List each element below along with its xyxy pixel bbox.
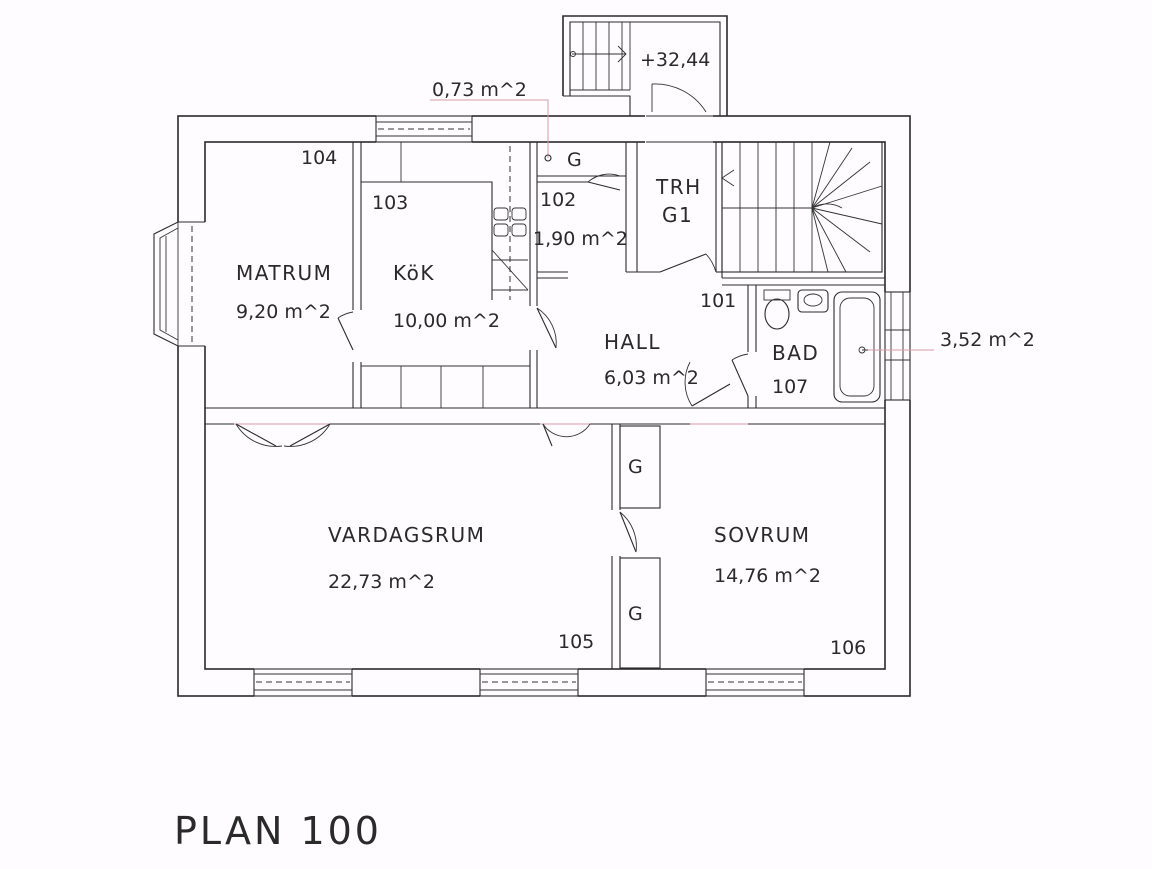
vardagsrum-area: 22,73 m^2 [328, 571, 435, 593]
plan-title: PLAN 100 [174, 809, 382, 853]
sovrum-area: 14,76 m^2 [714, 565, 821, 587]
closet-mark-middle: G [628, 456, 643, 478]
pantry-area: 1,90 m^2 [533, 228, 628, 250]
bath-area-label: 3,52 m^2 [940, 329, 1035, 351]
window-bottom-middle [479, 668, 579, 697]
matrum-number: 104 [301, 147, 337, 169]
window-gaps [176, 114, 912, 698]
window-bottom-left [253, 668, 353, 697]
kok-area: 10,00 m^2 [393, 310, 500, 332]
window-right-bath [884, 291, 911, 401]
closet-area-label: 0,73 m^2 [432, 79, 527, 101]
leader-lines [430, 99, 934, 351]
sovrum-name: SOVRUM [714, 523, 811, 547]
vardagsrum-name: VARDAGSRUM [328, 523, 485, 547]
bad-number: 107 [772, 376, 808, 398]
bay-window [153, 221, 205, 347]
kok-name: KöK [393, 261, 435, 285]
hall-number: 101 [700, 290, 736, 312]
closet-mark-top: G [567, 149, 582, 171]
closet-mark-bottom: G [628, 603, 643, 625]
trh-name: TRH [655, 175, 702, 199]
doors [235, 173, 749, 553]
room-labels: 0,73 m^2 +32,44 3,52 m^2 G G G 104 MATRU… [174, 49, 1035, 853]
entrance-porch [562, 15, 728, 143]
window-bottom-right [705, 668, 805, 697]
window-top-kitchen [375, 115, 473, 143]
matrum-name: MATRUM [236, 261, 332, 285]
sovrum-number: 106 [830, 637, 866, 659]
kok-number: 103 [372, 192, 408, 214]
matrum-area: 9,20 m^2 [236, 301, 331, 323]
hall-area: 6,03 m^2 [604, 367, 699, 389]
entry-level-label: +32,44 [640, 49, 710, 71]
vardagsrum-number: 105 [558, 631, 594, 653]
bad-name: BAD [772, 341, 819, 365]
pantry-number: 102 [540, 189, 576, 211]
kitchen-stove [491, 207, 529, 291]
trh-sub: G1 [662, 203, 693, 227]
hall-name: HALL [604, 330, 661, 354]
stair [721, 141, 883, 273]
interior-walls [205, 142, 885, 669]
